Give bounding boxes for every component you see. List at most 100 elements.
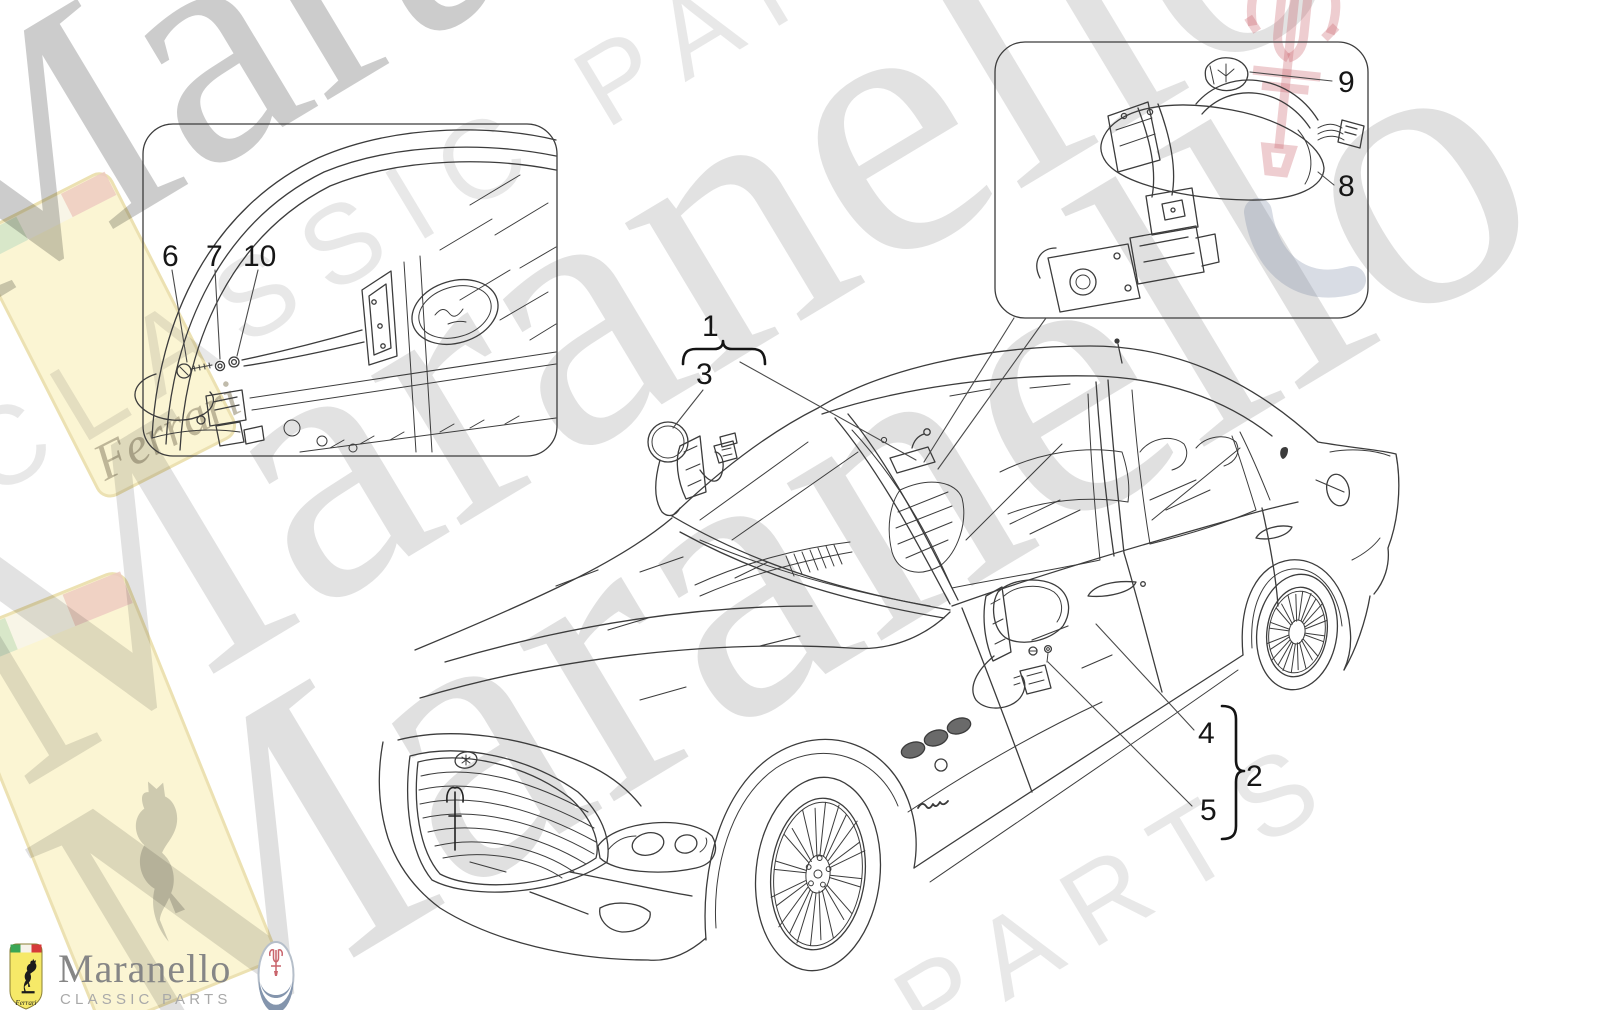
fender-vents xyxy=(900,717,972,759)
maserati-band xyxy=(259,981,293,1010)
b-pillar xyxy=(1095,379,1125,557)
rear-wheel-arch-inner xyxy=(1251,568,1343,649)
inset1-connector-screw xyxy=(196,415,206,425)
inset1-mirror-glass-inner xyxy=(418,285,492,339)
brand-footer: Ferrari Maranello CLASSIC PARTS MASERATI xyxy=(9,941,295,1010)
inset1-screw xyxy=(176,362,213,379)
inset1-callouts: 6 7 10 xyxy=(162,240,276,363)
inset-2-border xyxy=(994,41,1369,319)
inset1-sill-line xyxy=(151,429,241,439)
ferrari-wordmark: Ferrari xyxy=(15,999,37,1007)
rear-door-seam xyxy=(1123,552,1163,693)
rear-door-trailing-seam xyxy=(1261,507,1279,607)
callout-1-leader xyxy=(739,361,917,461)
inset1-mount-stem xyxy=(241,329,365,367)
trunk-lines xyxy=(1329,449,1391,561)
inset2-to-car-leader-a xyxy=(923,317,1015,463)
inset1-connector xyxy=(205,389,247,427)
shield-stripe-red xyxy=(31,944,42,953)
shield-stripe-white xyxy=(20,944,32,953)
callout-3: 3 xyxy=(696,358,713,391)
rear-wheel xyxy=(1255,573,1339,691)
callout-2-brace xyxy=(1220,704,1246,841)
door-lock xyxy=(1140,581,1146,587)
hood-badge xyxy=(454,751,478,769)
footer-tagline: CLASSIC PARTS xyxy=(60,991,232,1008)
callout-5-leader xyxy=(1047,661,1193,807)
hood-badge-trident xyxy=(461,754,471,766)
inset1-window-frame xyxy=(151,129,557,451)
callout-2: 2 xyxy=(1246,760,1263,793)
front-seat xyxy=(888,481,965,573)
callout-5: 5 xyxy=(1200,794,1217,827)
inset1-wire-loop xyxy=(134,373,215,421)
headlight-lamp-inner xyxy=(631,831,665,857)
callout-7: 7 xyxy=(206,240,223,273)
callout-6-leader xyxy=(171,269,188,363)
inset2-mount-pad xyxy=(1145,187,1199,236)
rear-bumper-corner xyxy=(1343,595,1371,671)
callout-4: 4 xyxy=(1198,717,1215,750)
rocker-lower-line xyxy=(929,669,1239,883)
inset1-mirror-squiggle xyxy=(434,308,467,325)
cowl-lower-line xyxy=(679,531,945,619)
roof-antenna xyxy=(1117,343,1123,364)
car-drip-rail xyxy=(821,375,1273,437)
ferrari-shield-logo: Ferrari xyxy=(9,943,43,1010)
callout-7-leader xyxy=(214,269,221,360)
callout-10: 10 xyxy=(243,240,276,273)
inset2-mirror-facet xyxy=(1297,129,1312,185)
inset-1-border xyxy=(142,123,558,457)
inset2-mirror-body xyxy=(1100,104,1325,201)
quarter-window xyxy=(1239,431,1271,501)
inset1-mount-triangle xyxy=(361,270,398,366)
door-mirror-assembly xyxy=(972,579,1070,709)
hood-fender-seam xyxy=(419,611,951,699)
callout-9-leader xyxy=(1249,71,1333,82)
front-window-frame xyxy=(851,393,1101,589)
car-beltline xyxy=(951,501,1299,607)
rear-window-frame xyxy=(1131,389,1257,545)
wiper-blades xyxy=(694,541,853,597)
exploded-exterior-mirror-item3 xyxy=(647,421,738,517)
grille-outline xyxy=(407,750,609,893)
grille-trident-badge xyxy=(446,786,464,851)
nose-top-edge xyxy=(397,733,642,807)
front-door-handle xyxy=(1087,580,1137,598)
callout-3-leader xyxy=(672,389,704,429)
signature-script xyxy=(917,800,949,809)
inset2-plug xyxy=(1337,119,1365,149)
inset-rearview-mirror-detail: 9 8 xyxy=(923,41,1369,470)
front-wheel-arch xyxy=(704,738,917,941)
inset2-mount-block xyxy=(1107,101,1161,173)
maserati-wordmark: MASERATI xyxy=(263,984,289,989)
front-bumper-outline xyxy=(378,741,707,961)
side-badge xyxy=(934,758,948,772)
windshield-near-pillar xyxy=(834,417,951,605)
body-side-crease xyxy=(907,701,1103,813)
callout-1-brace xyxy=(681,339,767,366)
front-seat-hatch xyxy=(895,491,953,559)
inset2-gooseneck-arm xyxy=(1195,79,1319,129)
inset1-beltline-strips xyxy=(249,351,557,453)
horse-silhouette-watermark xyxy=(135,781,186,942)
rear-headrests xyxy=(1139,436,1239,471)
inset2-base-plate xyxy=(1047,243,1141,313)
inset2-sensor xyxy=(1204,57,1249,92)
rear-seat xyxy=(999,449,1130,515)
c-pillar-emblem xyxy=(1280,446,1288,459)
dashboard-line xyxy=(699,539,931,607)
inset2-sensor-glyph xyxy=(1209,63,1235,85)
shield-watermark-body xyxy=(0,572,276,1010)
maserati-trident-glyph xyxy=(269,949,283,976)
inset-door-mirror-detail: 6 7 10 xyxy=(134,123,558,457)
front-wheel-arch-inner xyxy=(714,752,899,929)
inset1-door-pillar-lines xyxy=(403,255,433,453)
headlight-outline xyxy=(597,821,717,873)
rear-wheel-arch xyxy=(1241,559,1352,671)
inset2-clamp xyxy=(1129,225,1220,285)
callout-9: 9 xyxy=(1338,66,1355,99)
hood-center-edge xyxy=(414,517,673,651)
bumper-crease-lower xyxy=(529,891,589,915)
